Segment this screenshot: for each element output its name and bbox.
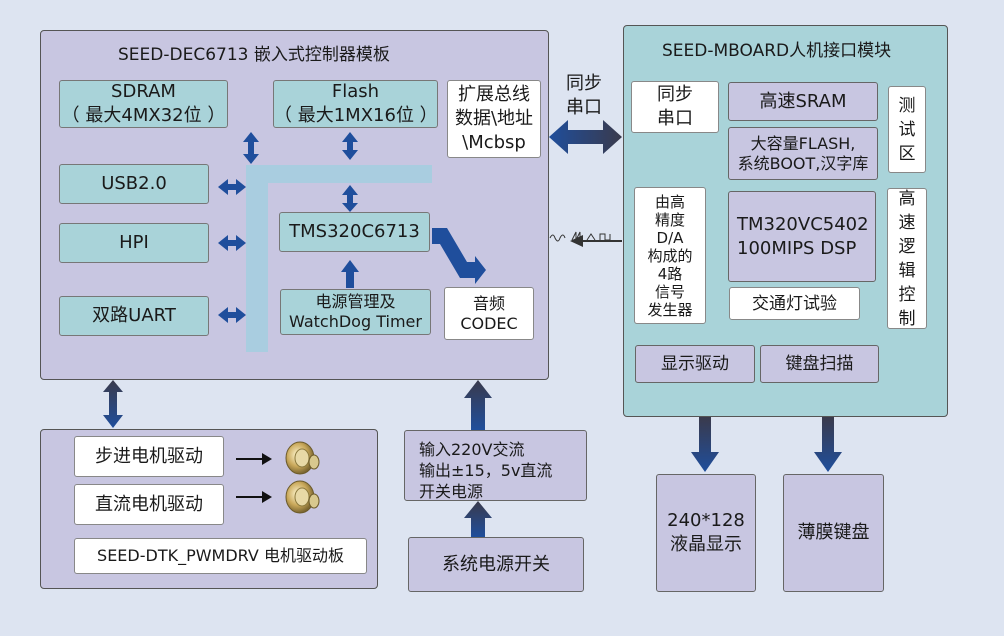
display-driver-box: 显示驱动 <box>635 345 755 383</box>
mboard-sync-serial-box: 同步 串口 <box>631 81 719 133</box>
stepper-motor-arrow <box>236 453 272 465</box>
cpu-box: TMS320C6713 <box>279 212 430 252</box>
signal-input-arrow <box>570 235 622 247</box>
dc-driver-box: 直流电机驱动 <box>74 484 224 525</box>
codec-box: 音频 CODEC <box>444 287 534 340</box>
psu-box: 输入220V交流 输出±15，5v直流 开关电源 <box>404 430 587 501</box>
logic-control-box: 高 速 逻 辑 控 制 <box>887 188 927 329</box>
dc-motor-arrow <box>236 491 272 503</box>
flash-box: Flash （ 最大1MX16位 ） <box>273 80 438 128</box>
keyboard-scan-box: 键盘扫描 <box>760 345 879 383</box>
dsp-box: TM320VC5402 100MIPS DSP <box>728 191 876 282</box>
signal-waveform-icon <box>549 231 611 242</box>
serial-link-arrow <box>549 120 622 154</box>
stepper-motor-icon <box>285 441 320 475</box>
sram-box: 高速SRAM <box>728 82 878 121</box>
internal-bus-vertical <box>246 165 268 352</box>
usb-bus-arrow <box>218 179 246 195</box>
pwm-board-box: SEED-DTK_PWMDRV 电机驱动板 <box>74 538 367 574</box>
sdram-box: SDRAM （ 最大4MX32位 ） <box>59 80 228 128</box>
flash-bus-arrow <box>342 132 358 160</box>
mboard-title: SEED-MBOARD人机接口模块 <box>662 41 892 61</box>
dec-dtk-arrow <box>103 380 123 428</box>
flash-boot-box: 大容量FLASH, 系统BOOT,汉字库 <box>728 127 878 180</box>
psu-dec-arrow <box>464 380 492 430</box>
usb-box: USB2.0 <box>59 164 209 204</box>
membrane-keyboard-box: 薄膜键盘 <box>783 474 884 592</box>
traffic-light-box: 交通灯试验 <box>729 287 860 320</box>
display-lcd-arrow <box>691 417 719 472</box>
sync-serial-link-label: 同步 串口 <box>566 73 602 118</box>
lcd-display-box: 240*128 液晶显示 <box>656 474 756 592</box>
uart-bus-arrow <box>218 307 246 323</box>
test-area-box: 测 试 区 <box>888 86 926 173</box>
expansion-bus-box: 扩展总线 数据\地址 \Mcbsp <box>447 80 541 158</box>
da-generator-box: 由高 精度 D/A 构成的 4路 信号 发生器 <box>634 187 706 324</box>
dc-motor-icon <box>285 480 320 514</box>
bus-cpu-arrow <box>342 185 358 212</box>
switch-psu-arrow <box>464 501 492 537</box>
sdram-bus-arrow <box>243 132 259 164</box>
hpi-box: HPI <box>59 223 209 263</box>
power-cpu-arrow <box>341 260 359 288</box>
dec6713-title: SEED-DEC6713 嵌入式控制器模板 <box>118 45 390 65</box>
internal-bus-horizontal <box>246 165 432 183</box>
keyboard-membrane-arrow <box>814 417 842 472</box>
hpi-bus-arrow <box>218 235 246 251</box>
uart-box: 双路UART <box>59 296 209 336</box>
cpu-codec-arrow <box>432 228 486 284</box>
stepper-driver-box: 步进电机驱动 <box>74 436 224 477</box>
power-switch-box: 系统电源开关 <box>408 537 584 592</box>
power-mgmt-box: 电源管理及 WatchDog Timer <box>280 289 431 335</box>
